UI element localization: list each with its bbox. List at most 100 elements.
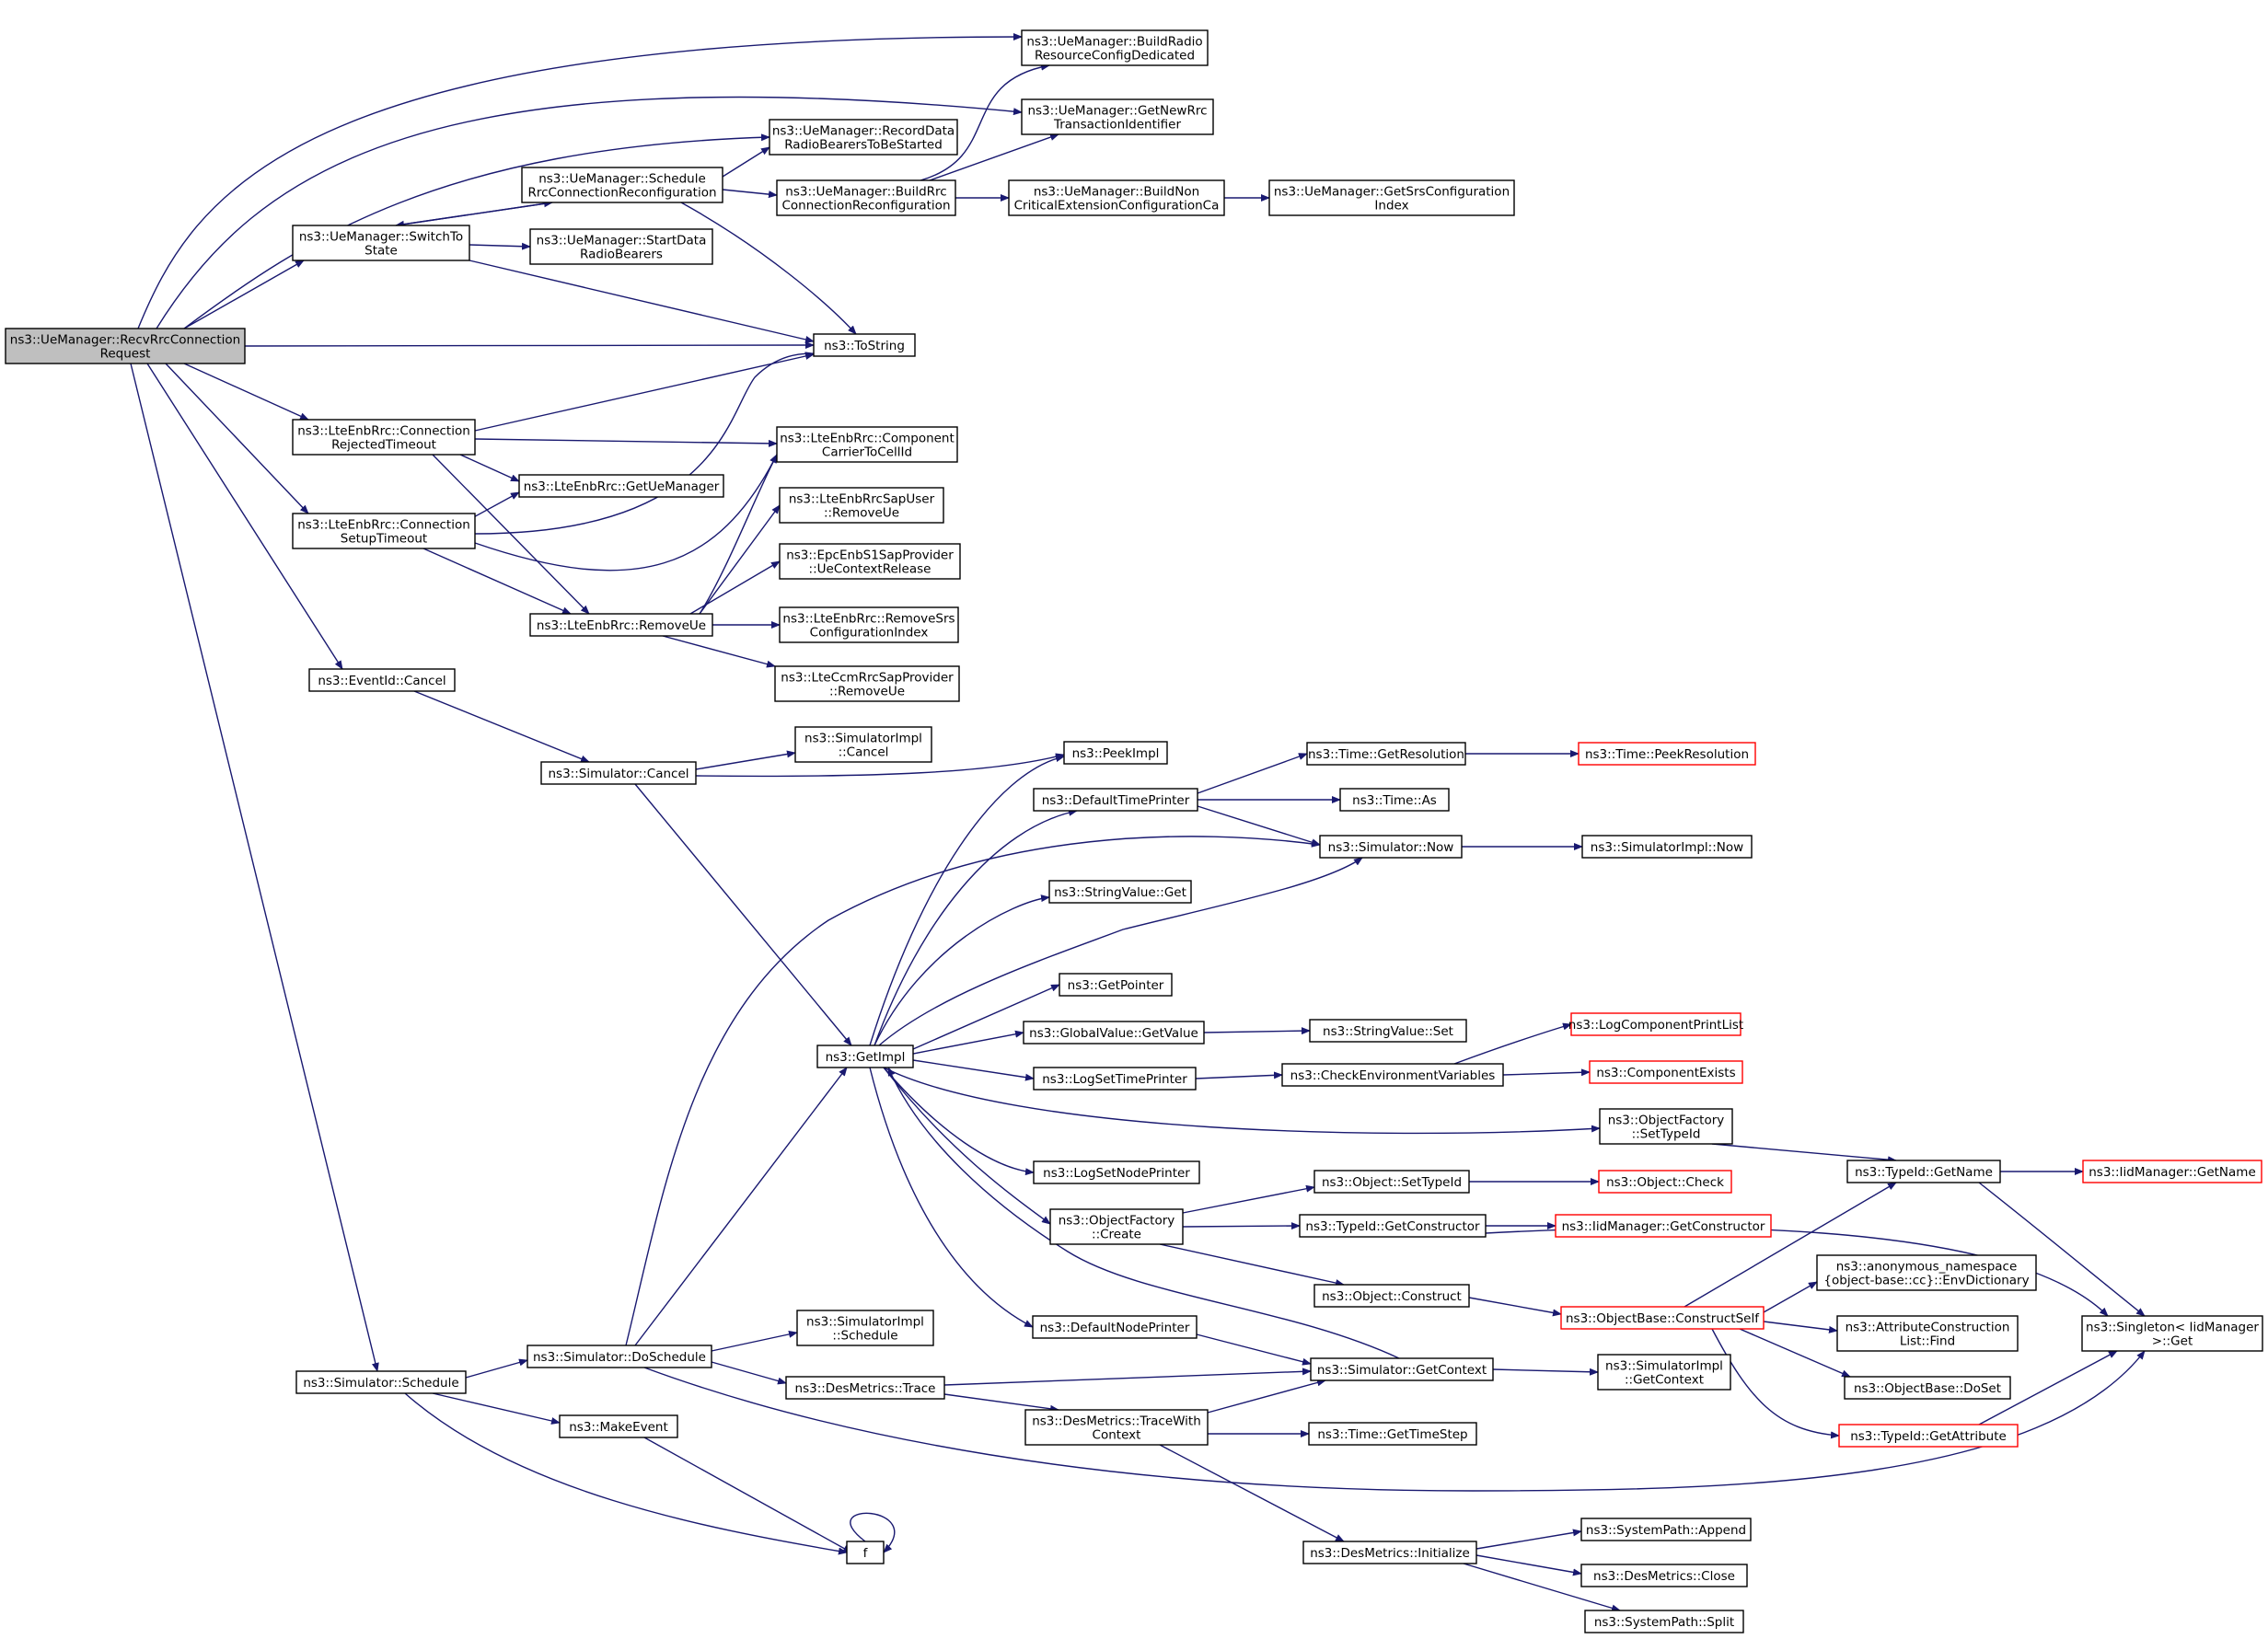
node-box xyxy=(1309,1019,1467,1043)
function-node-iidGetName[interactable]: ns3::IidManager::GetName xyxy=(2082,1160,2262,1183)
call-edge-connRej-to-compCarrier xyxy=(474,438,778,447)
call-edge-defNodePrinter-to-simGetCtx xyxy=(1196,1333,1312,1366)
function-node-checkEnv[interactable]: ns3::CheckEnvironmentVariables xyxy=(1281,1063,1504,1087)
call-edge-getImpl-to-strValGet xyxy=(874,895,1050,1046)
function-node-makeEvent[interactable]: ns3::MakeEvent xyxy=(559,1414,678,1438)
node-box xyxy=(1059,973,1173,997)
node-label: Index xyxy=(1374,199,1408,214)
function-node-simCancel[interactable]: ns3::Simulator::Cancel xyxy=(540,761,697,785)
call-edge-desInit-to-desClose xyxy=(1475,1554,1582,1576)
function-node-recordData[interactable]: ns3::UeManager::RecordDataRadioBearersTo… xyxy=(769,119,958,156)
function-node-logSetNode[interactable]: ns3::LogSetNodePrinter xyxy=(1033,1160,1200,1184)
function-node-logSetTime[interactable]: ns3::LogSetTimePrinter xyxy=(1033,1067,1197,1091)
function-node-defTimePrinter[interactable]: ns3::DefaultTimePrinter xyxy=(1033,788,1198,812)
function-node-simGetCtx[interactable]: ns3::Simulator::GetContext xyxy=(1310,1357,1494,1381)
function-node-simSchedule[interactable]: ns3::Simulator::Schedule xyxy=(295,1370,467,1394)
function-node-objConstruct[interactable]: ns3::Object::Construct xyxy=(1313,1284,1470,1308)
call-edge-removeUe-to-ccmRemove xyxy=(662,635,776,668)
node-box xyxy=(779,606,959,643)
call-edge-root-to-getNewRrc xyxy=(156,96,1023,329)
node-box xyxy=(292,225,470,261)
function-node-objBaseCtorSelf[interactable]: ns3::ObjectBase::ConstructSelf xyxy=(1560,1306,1765,1330)
function-node-schedRrc[interactable]: ns3::UeManager::ScheduleRrcConnectionRec… xyxy=(521,167,723,203)
call-edge-defTimePrinter-to-timeGetRes xyxy=(1197,753,1308,794)
node-box xyxy=(1580,1518,1752,1541)
function-node-toString[interactable]: ns3::ToString xyxy=(813,333,916,357)
function-node-buildNon[interactable]: ns3::UeManager::BuildNonCriticalExtensio… xyxy=(1008,179,1225,216)
call-edge-schedRrc-to-toString xyxy=(680,202,857,335)
function-node-objBaseDoSet[interactable]: ns3::ObjectBase::DoSet xyxy=(1844,1376,2011,1400)
function-node-strValGet[interactable]: ns3::StringValue::Get xyxy=(1048,880,1192,904)
node-box xyxy=(1033,1160,1200,1184)
function-node-strValSet[interactable]: ns3::StringValue::Set xyxy=(1309,1019,1467,1043)
call-edge-checkEnv-to-logCompPrint xyxy=(1453,1022,1572,1065)
function-node-timeGetStep[interactable]: ns3::Time::GetTimeStep xyxy=(1308,1422,1477,1446)
function-node-removeUe[interactable]: ns3::LteEnbRrc::RemoveUe xyxy=(529,613,713,637)
function-node-timeAs[interactable]: ns3::Time::As xyxy=(1339,788,1450,812)
function-node-sysAppend[interactable]: ns3::SystemPath::Append xyxy=(1580,1518,1752,1541)
function-node-getNewRrc[interactable]: ns3::UeManager::GetNewRrcTransactionIden… xyxy=(1021,98,1214,135)
function-node-typeIdGetName[interactable]: ns3::TypeId::GetName xyxy=(1846,1160,2001,1183)
function-node-buildRrc[interactable]: ns3::UeManager::BuildRrcConnectionReconf… xyxy=(776,179,956,216)
function-node-f[interactable]: f xyxy=(846,1541,885,1564)
function-node-simImplSchedule[interactable]: ns3::SimulatorImpl::Schedule xyxy=(796,1310,934,1346)
node-box xyxy=(1589,1060,1743,1084)
function-node-getUeMgr[interactable]: ns3::LteEnbRrc::GetUeManager xyxy=(518,474,724,498)
function-node-typeIdGetAttr[interactable]: ns3::TypeId::GetAttribute xyxy=(1838,1424,2019,1448)
function-node-defNodePrinter[interactable]: ns3::DefaultNodePrinter xyxy=(1032,1315,1198,1339)
call-edge-schedRrc-to-recordData xyxy=(722,146,770,178)
function-node-compExists[interactable]: ns3::ComponentExists xyxy=(1589,1060,1743,1084)
function-node-connRej[interactable]: ns3::LteEnbRrc::ConnectionRejectedTimeou… xyxy=(292,419,476,456)
function-node-simDoSchedule[interactable]: ns3::Simulator::DoSchedule xyxy=(526,1345,712,1368)
function-node-epcRelease[interactable]: ns3::EpcEnbS1SapProvider::UeContextRelea… xyxy=(779,543,961,580)
function-node-objSetType[interactable]: ns3::Object::SetTypeId xyxy=(1313,1170,1470,1194)
function-node-typeIdGetCtor[interactable]: ns3::TypeId::GetConstructor xyxy=(1299,1214,1487,1238)
node-label: ns3::LteEnbRrc::RemoveSrs xyxy=(782,612,955,627)
function-node-getImpl[interactable]: ns3::GetImpl xyxy=(816,1045,914,1068)
function-node-removeSrs[interactable]: ns3::LteEnbRrc::RemoveSrsConfigurationIn… xyxy=(779,606,959,643)
node-label: ns3::Simulator::GetContext xyxy=(1317,1363,1487,1378)
function-node-timePeekRes[interactable]: ns3::Time::PeekResolution xyxy=(1578,742,1756,766)
node-label: RadioBearersToBeStarted xyxy=(784,138,943,153)
function-node-anonEnv[interactable]: ns3::anonymous_namespace{object-base::cc… xyxy=(1816,1254,2037,1291)
function-node-ccmRemove[interactable]: ns3::LteCcmRrcSapProvider::RemoveUe xyxy=(774,665,960,702)
function-node-getPointer[interactable]: ns3::GetPointer xyxy=(1059,973,1173,997)
function-node-objCheck[interactable]: ns3::Object::Check xyxy=(1598,1170,1732,1194)
node-label: ::UeContextRelease xyxy=(809,562,932,577)
node-label: TransactionIdentifier xyxy=(1053,118,1181,133)
function-node-globalGetValue[interactable]: ns3::GlobalValue::GetValue xyxy=(1023,1021,1205,1045)
function-node-objFactCreate[interactable]: ns3::ObjectFactory::Create xyxy=(1049,1208,1184,1245)
function-node-peekImpl[interactable]: ns3::PeekImpl xyxy=(1063,741,1168,765)
function-node-buildRadio[interactable]: ns3::UeManager::BuildRadioResourceConfig… xyxy=(1021,29,1209,66)
node-label: ns3::TypeId::GetName xyxy=(1855,1165,1993,1180)
function-node-objFactSetType[interactable]: ns3::ObjectFactory::SetTypeId xyxy=(1599,1108,1733,1145)
node-label: ::Cancel xyxy=(839,745,889,760)
function-node-sysSplit[interactable]: ns3::SystemPath::Split xyxy=(1584,1610,1744,1633)
function-node-timeGetRes[interactable]: ns3::Time::GetResolution xyxy=(1306,742,1466,766)
node-label: ns3::UeManager::BuildRadio xyxy=(1026,35,1202,50)
function-node-simImplGetCtx[interactable]: ns3::SimulatorImpl::GetContext xyxy=(1597,1354,1731,1391)
function-node-singletonGet[interactable]: ns3::Singleton< IidManager >::Get xyxy=(2081,1315,2263,1352)
function-node-iidGetCtor[interactable]: ns3::IidManager::GetConstructor xyxy=(1555,1214,1772,1238)
function-node-eventCancel[interactable]: ns3::EventId::Cancel xyxy=(308,668,456,692)
function-node-desInit[interactable]: ns3::DesMetrics::Initialize xyxy=(1302,1541,1477,1564)
function-node-simNow[interactable]: ns3::Simulator::Now xyxy=(1319,835,1463,859)
function-node-simImplNow[interactable]: ns3::SimulatorImpl::Now xyxy=(1581,835,1753,859)
node-label: ::SetTypeId xyxy=(1632,1127,1701,1142)
function-node-desClose[interactable]: ns3::DesMetrics::Close xyxy=(1580,1564,1748,1587)
function-node-desTrace[interactable]: ns3::DesMetrics::Trace xyxy=(785,1376,945,1400)
call-edge-desTraceCtx-to-simGetCtx xyxy=(1207,1379,1326,1414)
node-label: ns3::SimulatorImpl::Now xyxy=(1591,840,1743,855)
function-node-sapUserRemove[interactable]: ns3::LteEnbRrcSapUser::RemoveUe xyxy=(779,487,944,524)
function-node-logCompPrint[interactable]: ns3::LogComponentPrintList xyxy=(1568,1012,1743,1036)
node-box xyxy=(1581,835,1753,859)
function-node-simImplCancel[interactable]: ns3::SimulatorImpl::Cancel xyxy=(794,726,932,763)
